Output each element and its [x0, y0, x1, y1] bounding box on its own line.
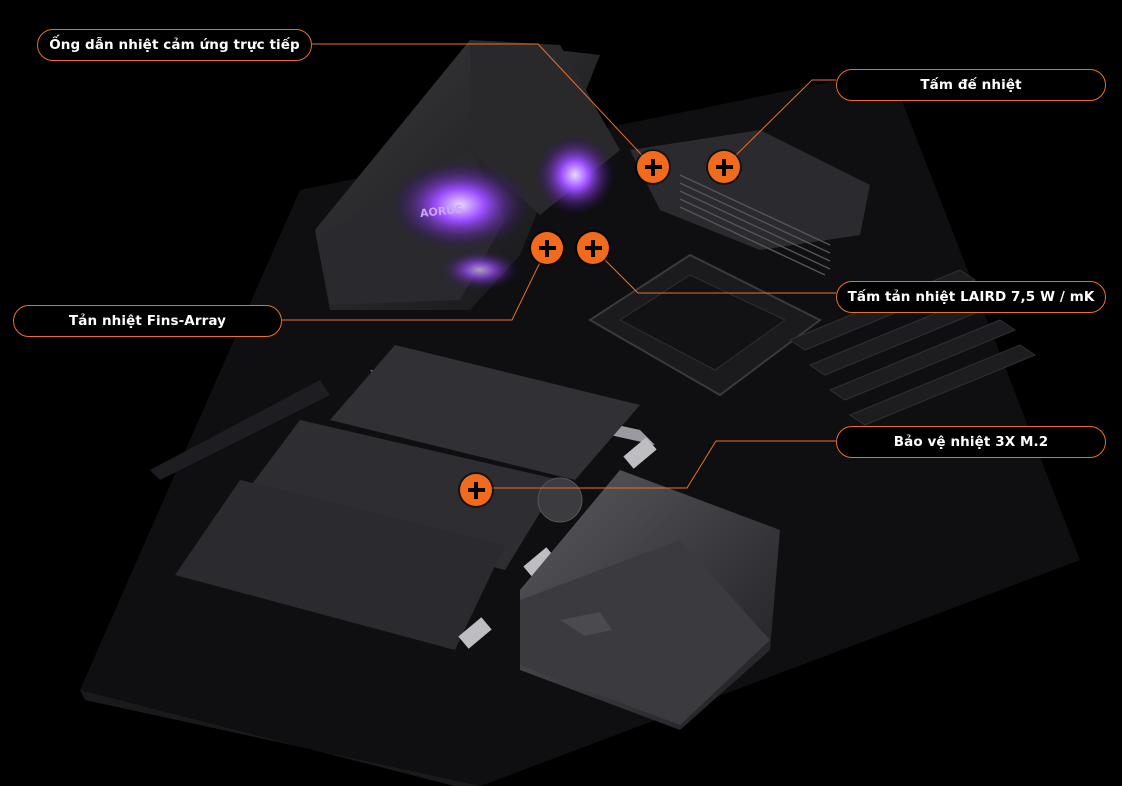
m2-shield-2	[240, 420, 560, 570]
cmos-battery	[537, 477, 583, 523]
vrm-heatsink-top	[630, 130, 870, 250]
callout-m2-guard-label: Bảo vệ nhiệt 3X M.2	[836, 426, 1106, 458]
hotspot-thermal-pad[interactable]	[708, 151, 740, 183]
m2-latch-2	[523, 547, 557, 579]
hotspot-laird[interactable]	[577, 232, 609, 264]
callout-thermal-pad-label: Tấm đế nhiệt	[836, 69, 1106, 101]
rgb-glow-side	[535, 135, 615, 215]
callout-heatpipe-label: Ống dẫn nhiệt cảm ứng trực tiếp	[37, 29, 312, 61]
leader-lines	[282, 43, 836, 489]
m2-shield-1	[330, 345, 640, 480]
audio-section	[150, 380, 330, 480]
m2-shield-3	[175, 480, 505, 650]
callout-laird-label: Tấm tản nhiệt LAIRD 7,5 W / mK	[836, 281, 1106, 313]
eagle-emblem	[560, 612, 612, 636]
shroud-logo: AORUS	[419, 203, 463, 220]
cpu-socket-inner	[619, 274, 786, 371]
m2-latch-1	[623, 437, 657, 469]
rgb-glow-low	[440, 250, 520, 290]
m2-latch-3	[458, 617, 492, 649]
chipset-heatsink-face	[520, 540, 770, 725]
hotspot-fins-array[interactable]	[531, 232, 563, 264]
callout-fins-array-label: Tản nhiệt Fins-Array	[13, 305, 282, 337]
vrm-fins	[679, 174, 831, 276]
hotspot-heatpipe[interactable]	[637, 151, 669, 183]
hotspot-m2-guard[interactable]	[460, 474, 492, 506]
rgb-glow-main	[390, 160, 530, 250]
